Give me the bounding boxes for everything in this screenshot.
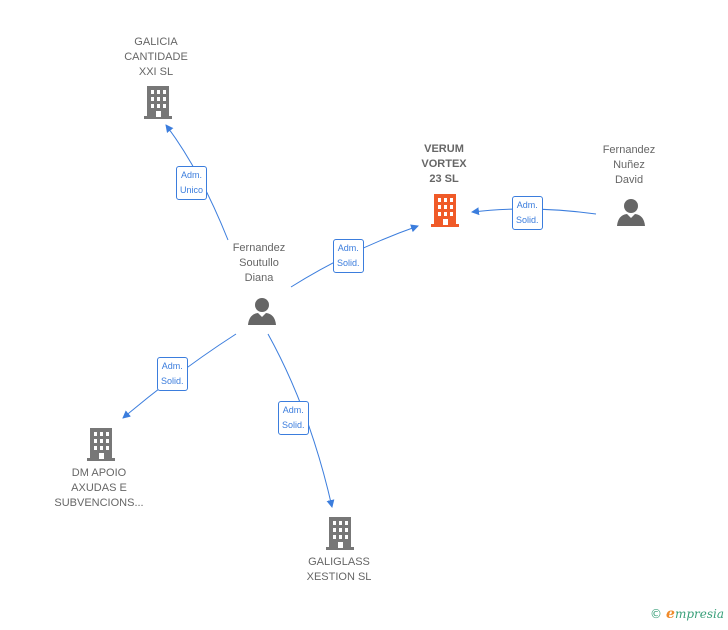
building-icon[interactable] [85,426,117,462]
node-label-galicia[interactable]: GALICIA CANTIDADE XXI SL [124,36,188,78]
relation-adm-solid-galiglass[interactable]: Adm. Solid. [278,401,309,435]
node-label-fernandez-nunez[interactable]: Fernandez Nuñez David [602,144,656,186]
building-icon[interactable] [324,515,356,551]
node-label-verum[interactable]: VERUM VORTEX 23 SL [421,143,467,185]
copyright-symbol: © [650,607,663,621]
building-icon[interactable] [429,192,461,228]
relation-adm-solid-nunez[interactable]: Adm. Solid. [512,196,543,230]
person-icon[interactable] [246,296,278,326]
node-label-fernandez-soutullo[interactable]: Fernandez Soutullo Diana [232,242,286,284]
relation-adm-solid-dm[interactable]: Adm. Solid. [157,357,188,391]
relation-adm-unico[interactable]: Adm. Unico [176,166,208,200]
node-label-galiglass[interactable]: GALIGLASS XESTION SL [306,556,372,583]
person-icon[interactable] [615,197,647,227]
node-label-dm-apoio[interactable]: DM APOIO AXUDAS E SUBVENCIONS... [54,467,144,509]
empresia-logo[interactable]: ©empresia [650,606,724,622]
brand-name: mpresia [674,607,724,621]
relation-adm-solid-verum[interactable]: Adm. Solid. [333,239,364,273]
brand-initial: e [666,606,675,622]
building-icon[interactable] [142,84,174,120]
